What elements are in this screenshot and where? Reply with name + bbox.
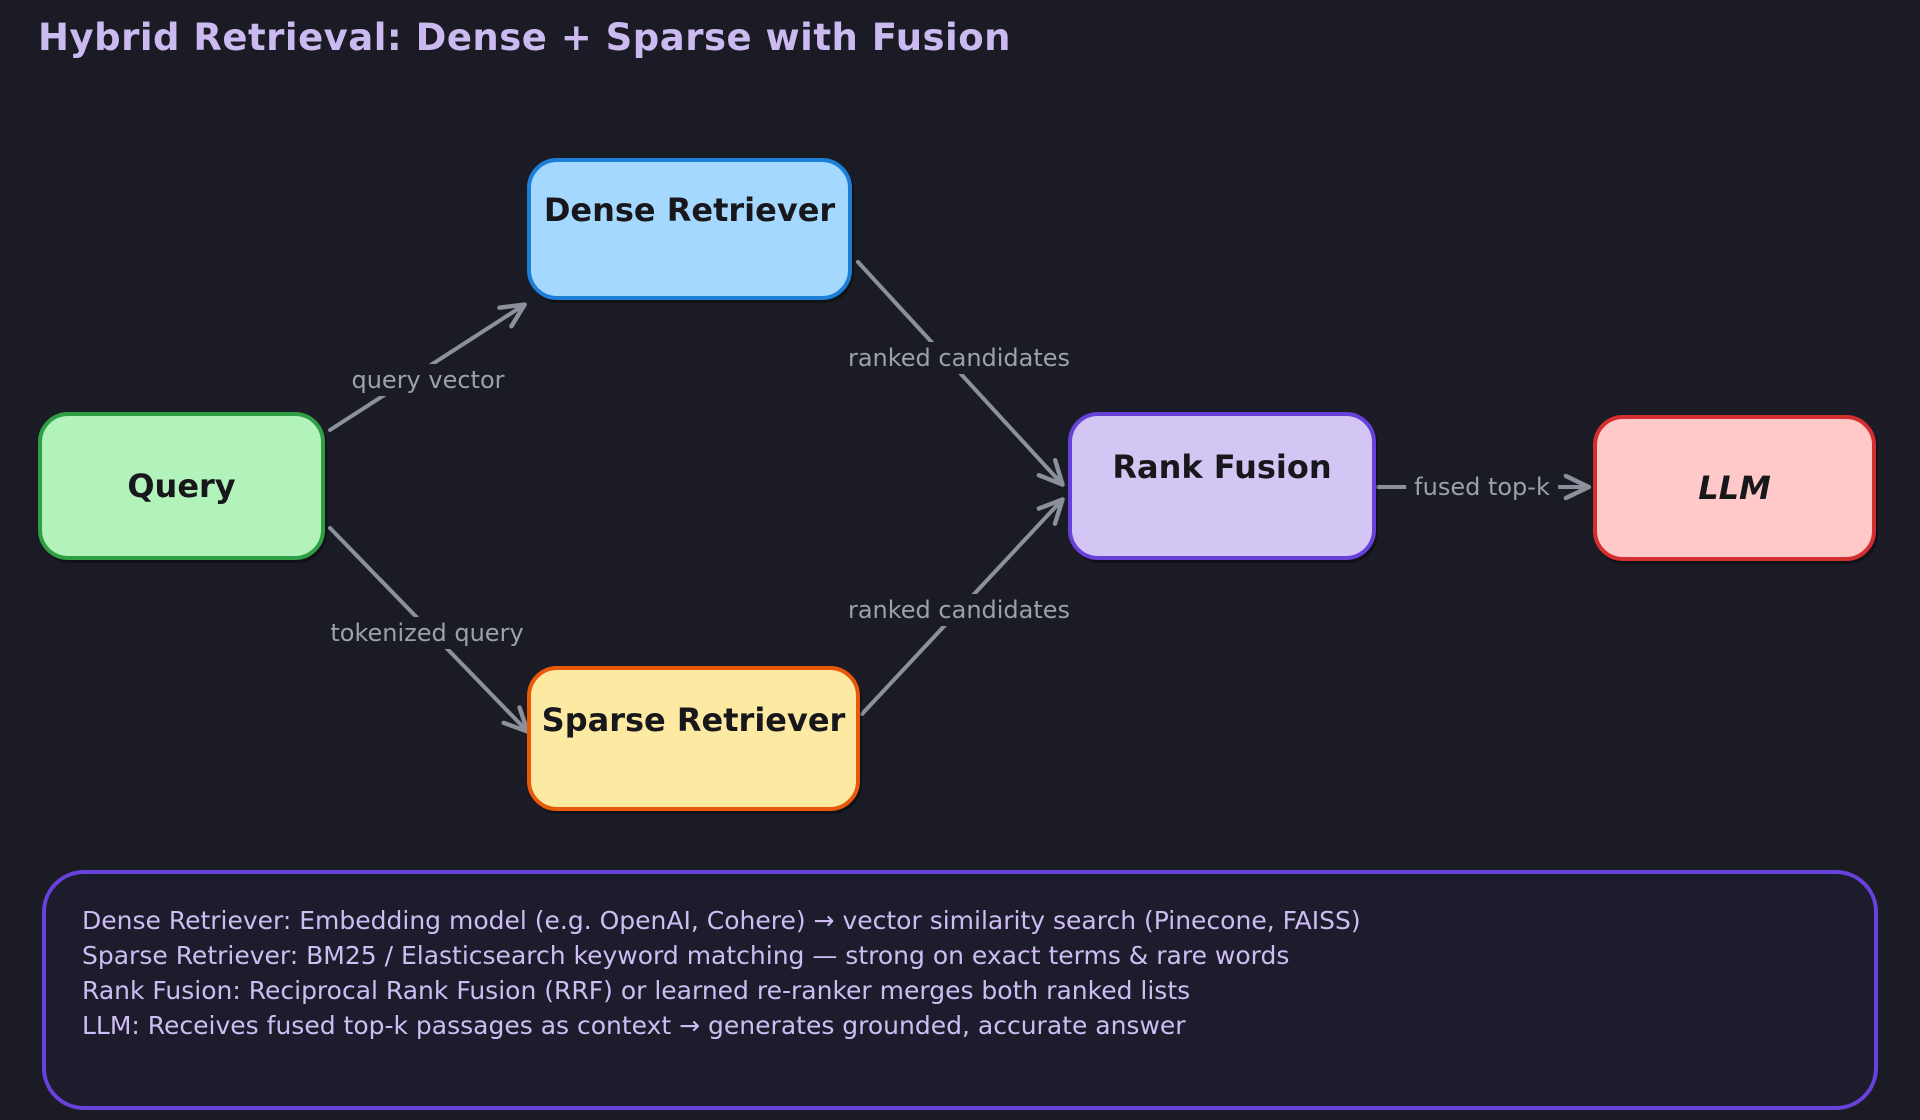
node-query-label: Query (127, 467, 236, 505)
note-llm: LLM: Receives fused top-k passages as co… (82, 1011, 1186, 1040)
node-rank-fusion: Rank Fusion (1068, 412, 1376, 560)
edge-label-tokenized-query: tokenized query (322, 617, 532, 649)
node-sparse-retriever-label: Sparse Retriever (541, 700, 846, 739)
edge-label-fused-top-k: fused top-k (1406, 471, 1558, 503)
note-sparse-retriever: Sparse Retriever: BM25 / Elasticsearch k… (82, 941, 1290, 970)
diagram-title: Hybrid Retrieval: Dense + Sparse with Fu… (38, 16, 1011, 59)
node-llm: LLM (1593, 415, 1876, 561)
node-llm-label: LLM (1698, 469, 1771, 507)
node-dense-retriever-label: Dense Retriever (543, 191, 836, 229)
edge-label-query-vector: query vector (343, 364, 513, 396)
note-dense-retriever: Dense Retriever: Embedding model (e.g. O… (82, 906, 1361, 935)
node-query: Query (38, 412, 325, 560)
node-rank-fusion-label: Rank Fusion (1112, 448, 1332, 486)
edge-label-ranked-candidates-bottom: ranked candidates (839, 594, 1079, 626)
node-dense-retriever: Dense Retriever (527, 158, 852, 300)
edge-label-ranked-candidates-top: ranked candidates (839, 342, 1079, 374)
legend-notes-box: Dense Retriever: Embedding model (e.g. O… (42, 870, 1878, 1110)
note-rank-fusion: Rank Fusion: Reciprocal Rank Fusion (RRF… (82, 976, 1191, 1005)
node-sparse-retriever: Sparse Retriever (527, 666, 860, 811)
